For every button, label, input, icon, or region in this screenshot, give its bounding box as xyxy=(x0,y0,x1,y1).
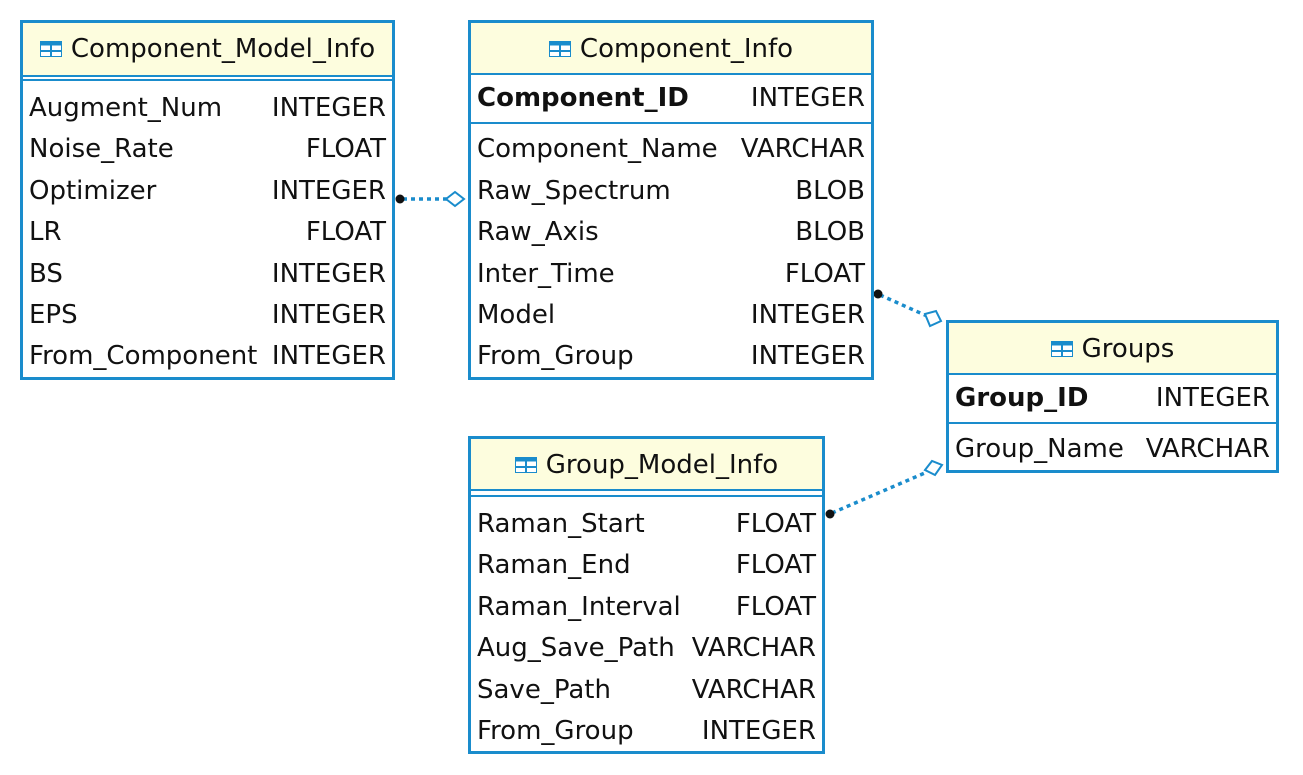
column-name: From_Group xyxy=(477,341,634,371)
table-groups[interactable]: Groups Group_ID INTEGER Group_Name VARCH… xyxy=(946,320,1279,473)
primary-key-name: Group_ID xyxy=(955,383,1089,413)
column-name: Optimizer xyxy=(29,176,157,206)
column-row[interactable]: BS INTEGER xyxy=(29,257,386,291)
column-row[interactable]: Raw_Axis BLOB xyxy=(477,215,865,249)
column-name: Raman_End xyxy=(477,550,631,580)
header-divider xyxy=(471,73,871,75)
column-type: INTEGER xyxy=(750,300,865,330)
column-row[interactable]: Component_Name VARCHAR xyxy=(477,132,865,166)
column-type: VARCHAR xyxy=(740,134,865,164)
column-name: EPS xyxy=(29,300,78,330)
pk-divider xyxy=(471,122,871,124)
table-header[interactable]: Groups xyxy=(949,323,1276,375)
primary-key-row[interactable]: Component_ID INTEGER xyxy=(477,81,865,115)
column-type: INTEGER xyxy=(271,300,386,330)
table-icon xyxy=(1050,341,1073,357)
column-name: From_Group xyxy=(477,716,634,746)
column-row[interactable]: Noise_Rate FLOAT xyxy=(29,132,386,166)
column-row[interactable]: Raman_Interval FLOAT xyxy=(477,590,816,624)
table-header[interactable]: Component_Model_Info xyxy=(23,23,392,75)
column-name: Raw_Axis xyxy=(477,217,599,247)
header-divider xyxy=(23,75,392,77)
column-row[interactable]: Save_Path VARCHAR xyxy=(477,673,816,707)
column-type: INTEGER xyxy=(271,341,386,371)
column-row[interactable]: Aug_Save_Path VARCHAR xyxy=(477,631,816,665)
column-name: BS xyxy=(29,259,63,289)
column-type: VARCHAR xyxy=(691,633,816,663)
column-type: FLOAT xyxy=(784,259,865,289)
column-name: Save_Path xyxy=(477,675,611,705)
column-type: INTEGER xyxy=(701,716,816,746)
column-row[interactable]: Augment_Num INTEGER xyxy=(29,91,386,125)
link-group-model-to-groups xyxy=(831,470,928,515)
column-row[interactable]: Model INTEGER xyxy=(477,298,865,332)
table-icon xyxy=(514,457,537,473)
table-name: Component_Model_Info xyxy=(70,34,376,64)
column-name: Augment_Num xyxy=(29,93,223,123)
column-type: BLOB xyxy=(795,176,865,206)
table-component-model-info[interactable]: Component_Model_Info Augment_Num INTEGER… xyxy=(20,20,395,380)
column-type: INTEGER xyxy=(750,341,865,371)
primary-key-name: Component_ID xyxy=(477,83,689,113)
column-type: FLOAT xyxy=(305,217,386,247)
column-name: Inter_Time xyxy=(477,259,615,289)
column-row[interactable]: Group_Name VARCHAR xyxy=(955,432,1270,466)
link-diamond-endpoint xyxy=(923,309,943,328)
column-type: INTEGER xyxy=(271,176,386,206)
pk-divider xyxy=(471,495,822,497)
column-name: Model xyxy=(477,300,556,330)
column-type: FLOAT xyxy=(735,550,816,580)
link-dot-endpoint xyxy=(395,194,405,204)
column-type: VARCHAR xyxy=(1145,434,1270,464)
table-group-model-info[interactable]: Group_Model_Info Raman_Start FLOAT Raman… xyxy=(468,436,825,754)
link-dot-endpoint xyxy=(825,509,835,519)
column-type: INTEGER xyxy=(750,83,865,113)
column-row[interactable]: From_Component INTEGER xyxy=(29,339,386,373)
header-divider xyxy=(471,489,822,491)
table-component-info[interactable]: Component_Info Component_ID INTEGER Comp… xyxy=(468,20,874,380)
column-row[interactable]: LR FLOAT xyxy=(29,215,386,249)
link-diamond-endpoint xyxy=(923,459,944,477)
column-row[interactable]: EPS INTEGER xyxy=(29,298,386,332)
column-row[interactable]: Raman_End FLOAT xyxy=(477,548,816,582)
header-divider xyxy=(949,373,1276,375)
column-name: From_Component xyxy=(29,341,258,371)
column-type: FLOAT xyxy=(735,592,816,622)
column-name: Aug_Save_Path xyxy=(477,633,675,663)
link-component-to-groups xyxy=(879,293,928,318)
column-row[interactable]: Raw_Spectrum BLOB xyxy=(477,174,865,208)
column-row[interactable]: From_Group INTEGER xyxy=(477,339,865,373)
table-header[interactable]: Group_Model_Info xyxy=(471,439,822,491)
pk-divider xyxy=(23,79,392,81)
column-name: Raman_Interval xyxy=(477,592,681,622)
column-row[interactable]: From_Group INTEGER xyxy=(477,714,816,748)
link-dot-endpoint xyxy=(873,289,883,299)
column-row[interactable]: Optimizer INTEGER xyxy=(29,174,386,208)
column-type: FLOAT xyxy=(735,509,816,539)
column-row[interactable]: Raman_Start FLOAT xyxy=(477,507,816,541)
column-type: VARCHAR xyxy=(691,675,816,705)
column-name: Raw_Spectrum xyxy=(477,176,671,206)
primary-key-row[interactable]: Group_ID INTEGER xyxy=(955,381,1270,415)
table-name: Component_Info xyxy=(579,34,794,64)
column-name: LR xyxy=(29,217,62,247)
column-name: Raman_Start xyxy=(477,509,645,539)
column-type: BLOB xyxy=(795,217,865,247)
column-type: FLOAT xyxy=(305,134,386,164)
column-row[interactable]: Inter_Time FLOAT xyxy=(477,257,865,291)
column-type: INTEGER xyxy=(271,259,386,289)
column-name: Group_Name xyxy=(955,434,1124,464)
column-type: INTEGER xyxy=(271,93,386,123)
column-name: Noise_Rate xyxy=(29,134,174,164)
table-name: Groups xyxy=(1081,334,1175,364)
column-type: INTEGER xyxy=(1155,383,1270,413)
table-header[interactable]: Component_Info xyxy=(471,23,871,75)
link-diamond-endpoint xyxy=(444,190,466,208)
table-icon xyxy=(548,41,571,57)
pk-divider xyxy=(949,422,1276,424)
table-icon xyxy=(39,41,62,57)
column-name: Component_Name xyxy=(477,134,718,164)
table-name: Group_Model_Info xyxy=(545,450,779,480)
